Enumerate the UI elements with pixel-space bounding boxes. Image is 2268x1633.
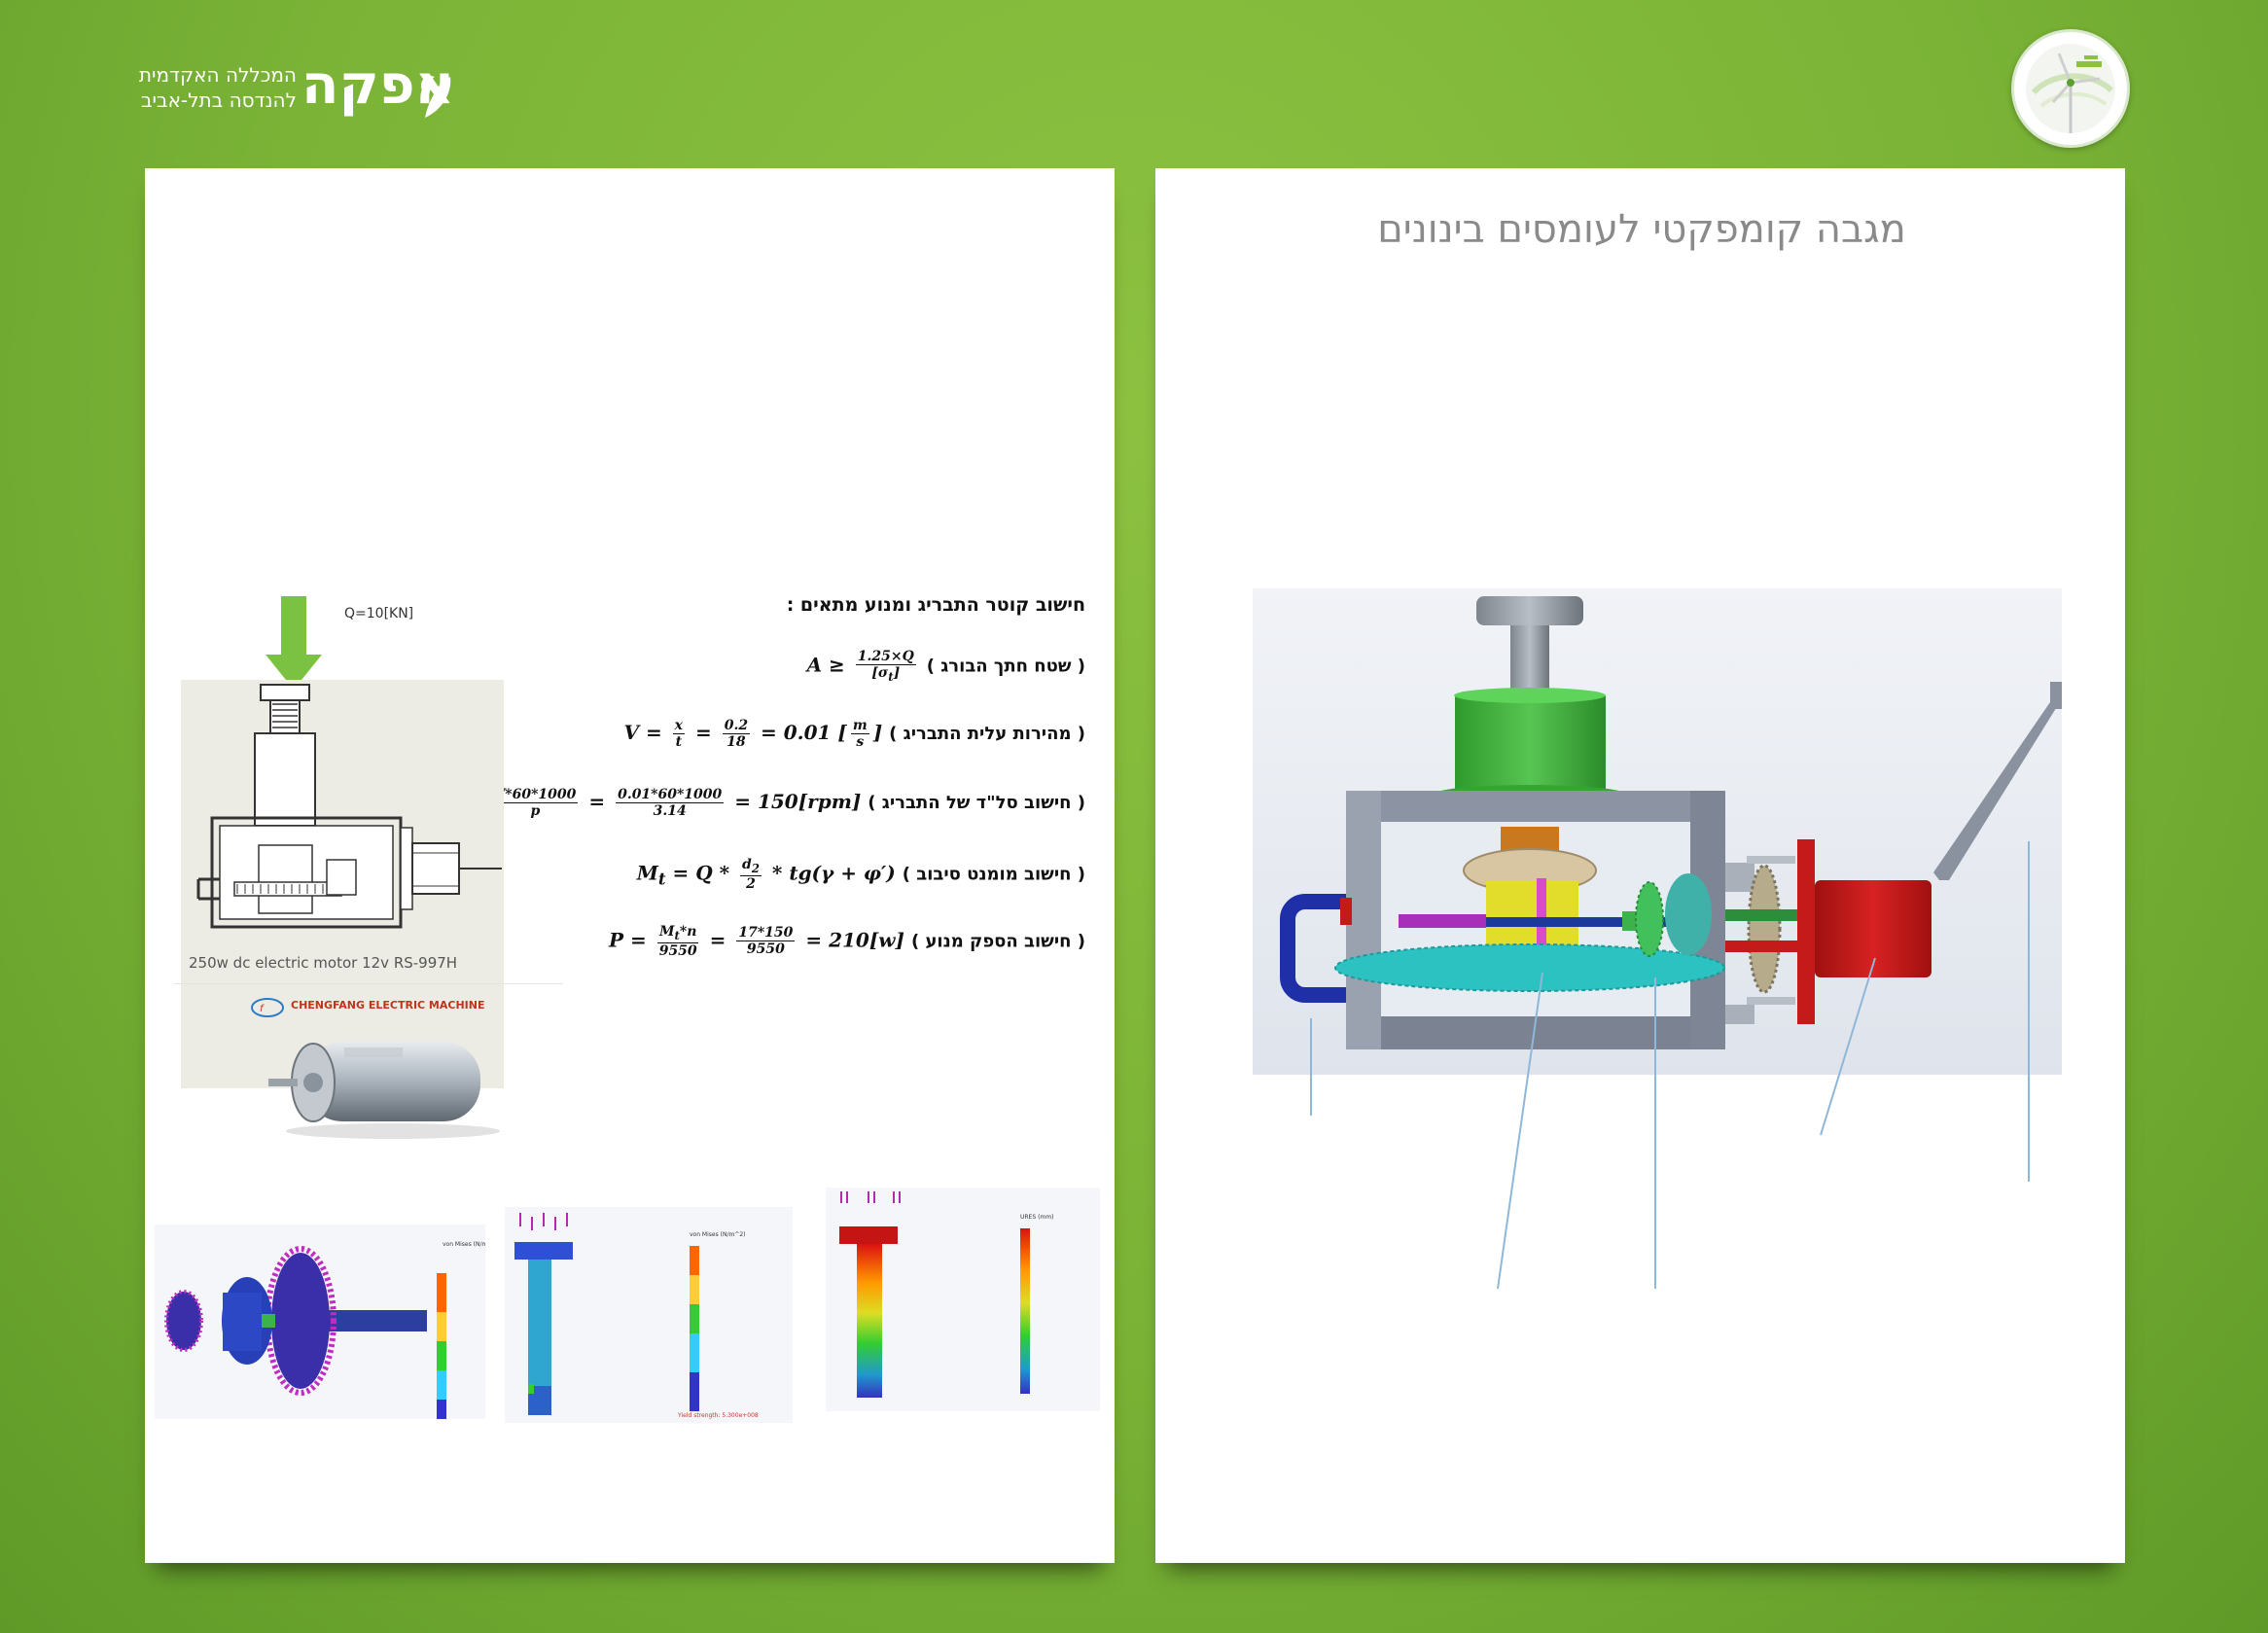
caption-divider: [174, 983, 563, 984]
calc-heading: חישוב קוטר התבריג ומנוע מתאים :: [786, 594, 1085, 616]
fea-screw-displacement: URES (mm): [826, 1188, 1100, 1411]
equation-torque-label: ( חישוב מומנט סיבוב ): [902, 864, 1085, 885]
motor-brand: CHENGFANG ELECTRIC MACHINE: [291, 999, 485, 1012]
load-arrow: [266, 596, 322, 690]
fea-legend-title: von Mises (N/m^2): [443, 1241, 485, 1248]
fea-screw-stress: von Mises (N/m^2) Yield strength: 5.300e…: [505, 1207, 793, 1423]
motor-caption: 250w dc electric motor 12v RS-997H: [189, 954, 458, 972]
fea-gear-assembly: von Mises (N/m^2): [155, 1225, 485, 1419]
right-page: מגבה קומפקטי לעומסים בינונים: [1155, 168, 2125, 1563]
brand-logo-icon: f: [251, 998, 284, 1017]
equation-rpm: ( חישוב סל"ד של התבריג ) n = V*60*1000p …: [444, 787, 1085, 819]
left-page: חישוב קוטר התבריג ומנוע מתאים : ( שטח חת…: [145, 168, 1115, 1563]
leaf-icon: [420, 76, 451, 118]
fea-legend-title-3: URES (mm): [1020, 1214, 1053, 1221]
equation-power-label: ( חישוב הספק מנוע ): [910, 931, 1085, 952]
equation-speed-label: ( מהירות עלית התבריג ): [889, 724, 1085, 744]
dc-motor-image: [268, 1042, 500, 1139]
equation-area-label: ( שטח חתך הבורג ): [926, 656, 1085, 677]
equation-area: ( שטח חתך הבורג ) A ≥ 1.25×Q[σt]: [806, 649, 1085, 684]
load-label: Q=10[KN]: [344, 606, 414, 621]
wind-turbine-badge: [2011, 29, 2130, 148]
equation-rpm-label: ( חישוב סל"ד של התבריג ): [868, 793, 1085, 813]
svg-text:f: f: [260, 1004, 265, 1014]
logo-subtitle-1: המכללה האקדמית: [138, 63, 297, 87]
jack-section-drawing: [181, 680, 504, 1088]
page-title: מגבה קומפקטי לעומסים בינונים: [1377, 207, 1906, 252]
fea-yield-note: Yield strength: 5.300e+008: [677, 1412, 759, 1419]
fea-legend-title-2: von Mises (N/m^2): [690, 1231, 746, 1238]
afeka-logo: המכללה האקדמית להנדסה בתל-אביב אפקה: [136, 53, 467, 131]
jack-3d-model: [1253, 588, 2062, 1289]
logo-subtitle-2: להנדסה בתל-אביב: [140, 89, 297, 112]
wind-turbine-icon: [2026, 44, 2115, 133]
